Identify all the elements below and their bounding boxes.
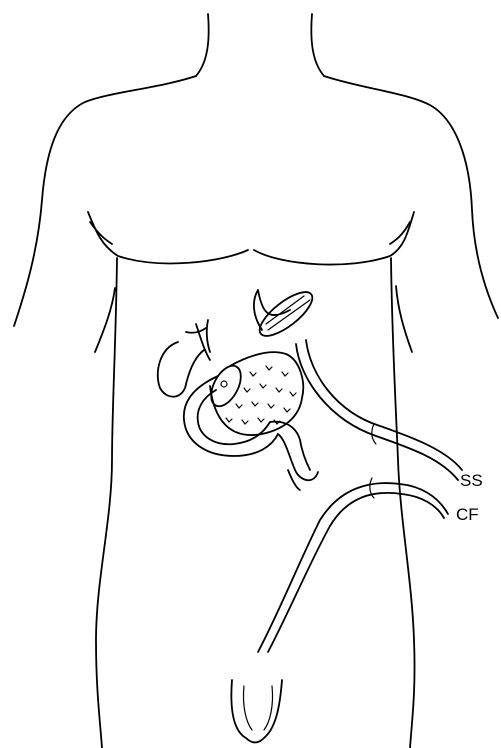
pancreas — [210, 352, 303, 435]
pancreas-texture — [226, 366, 296, 424]
left-shoulder-arm — [14, 76, 196, 326]
jejunum-end — [288, 470, 300, 490]
left-pectoral — [88, 212, 248, 263]
left-flank — [96, 258, 117, 748]
right-shoulder-arm — [324, 76, 498, 318]
bile-duct — [186, 320, 210, 360]
neck-right — [311, 14, 324, 76]
cf-drain-inner — [268, 493, 444, 652]
pancreatic-duct-icon — [221, 381, 227, 387]
neck-left — [196, 14, 209, 76]
genitals-inner-left — [243, 686, 252, 730]
cf-drain-outer — [258, 483, 448, 652]
torso-outline — [14, 14, 498, 748]
stomach-cut-end-icon — [253, 285, 318, 343]
right-pectoral — [254, 212, 414, 265]
right-inner-arm — [396, 286, 412, 352]
left-inner-arm — [95, 288, 115, 352]
genitals-inner-right — [264, 686, 273, 730]
label-ss: SS — [460, 471, 483, 490]
duodenum-outer — [184, 376, 318, 480]
drains — [258, 340, 462, 652]
label-cf: CF — [456, 505, 479, 524]
ss-drain-exit-mark — [372, 424, 376, 444]
ss-drain-inner — [306, 340, 462, 470]
organs — [158, 285, 319, 490]
genitals — [231, 680, 282, 743]
ss-drain-outer — [296, 344, 458, 480]
right-flank — [391, 258, 415, 748]
duodenum-inner — [198, 390, 310, 470]
